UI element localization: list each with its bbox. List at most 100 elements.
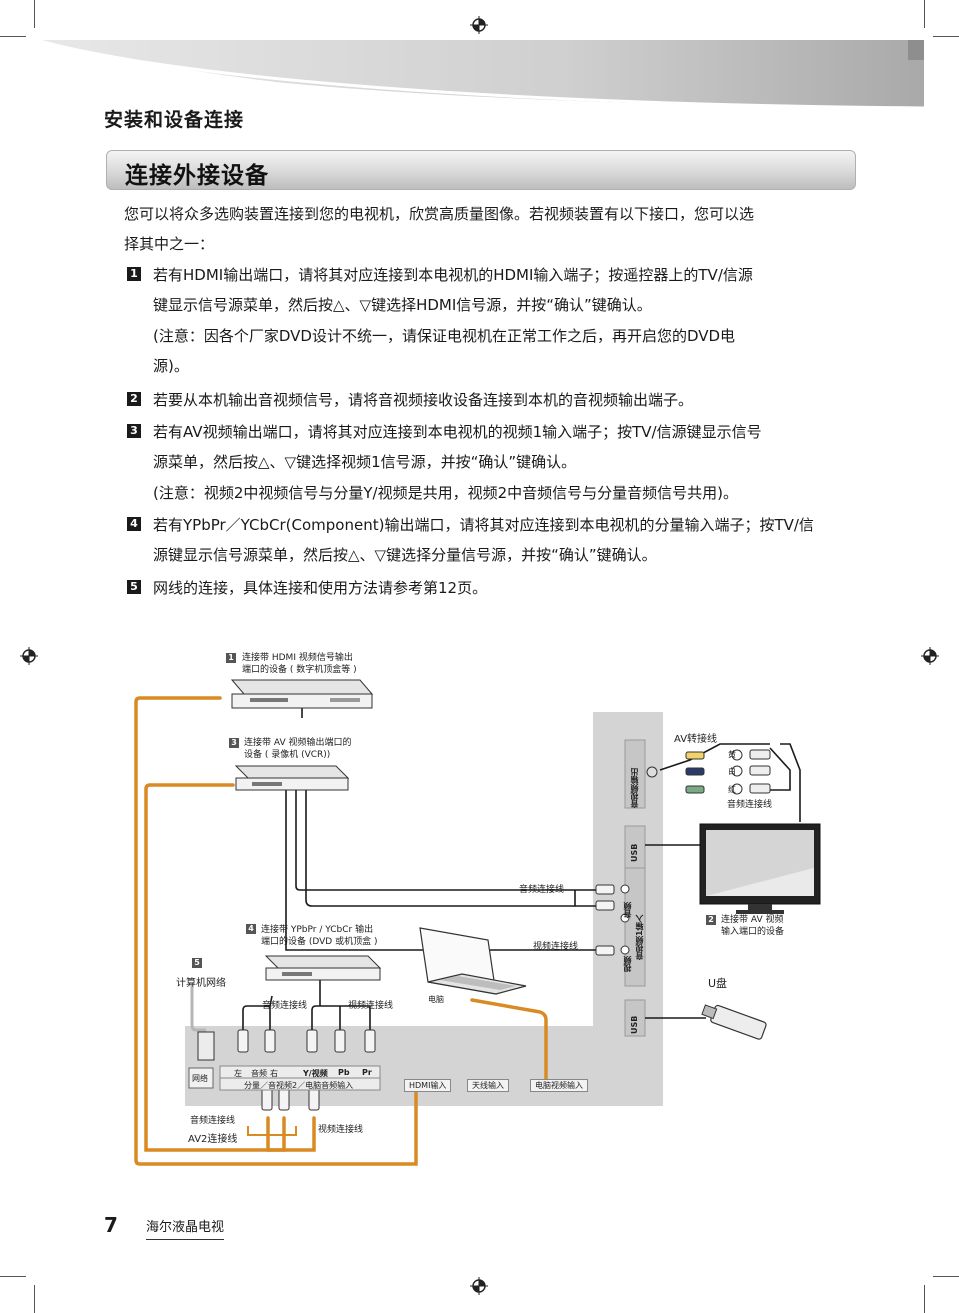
item-number: 5 [127,580,141,594]
network-port-label: 网络 [192,1074,208,1083]
mark-left: 左 [234,1069,242,1078]
component-video-cable [311,1005,371,1030]
page-number: 7 [104,1213,118,1237]
item-number: 4 [127,517,141,531]
item-line: (注意：因各个厂家DVD设计不统一，请保证电视机在正常工作之后，再开启您的DVD… [153,327,736,345]
av-cable-label: AV转接线 [674,734,718,745]
audio-cable-label: 音频连接线 [727,800,773,810]
item-number: 2 [127,392,141,406]
tv-label: 输入端口的设备 [721,927,785,937]
mark-right: 右 [270,1069,278,1078]
intro-line: 择其中之一： [124,235,215,253]
crop-mark [924,1285,925,1313]
av1-input-label: 音视频1输入 [635,914,644,960]
item-number: 1 [127,267,141,281]
audio-cable-label: 音频连接线 [519,885,565,895]
pc-video-input-label: 电脑视频输入 [530,1079,588,1092]
item-number: 3 [127,424,141,438]
hdmi-cable [134,696,418,1166]
dvd-device [264,955,382,981]
usb-port-label: USB [630,1015,639,1034]
network-jack [197,1031,215,1061]
registration-mark-icon [470,16,488,34]
intro-line: 您可以将众多选购装置连接到您的电视机，欣赏高质量图像。若视频装置有以下接口，您可… [124,205,755,223]
item-line: 若要从本机输出音视频信号，请将音视频接收设备连接到本机的音视频输出端子。 [153,391,694,409]
crop-mark [0,1276,26,1277]
panel-audio-label: 音频 [251,1069,267,1078]
antenna-input-label: 天线输入 [467,1079,509,1092]
plug-color-label: 白 [728,767,736,776]
flat-tv [699,823,821,914]
crop-mark [34,0,35,28]
page-title: 连接外接设备 [125,163,269,189]
crop-mark [0,36,26,37]
crop-mark [924,0,925,28]
footer-brand: 海尔液晶电视 [146,1216,225,1240]
video-cable-label: 视频连接线 [348,1001,394,1011]
laptop-label: 电脑 [428,995,444,1004]
item-line: 键显示信号源菜单，然后按△、▽键选择HDMI信号源，并按“确认”键确认。 [153,296,652,314]
av-out-port-block [624,739,646,809]
device3-number: 3 [229,738,239,748]
registration-mark-icon [921,647,939,665]
audio-cable-label: 音频连接线 [262,1001,308,1011]
av1-video-label: 视频 [623,956,632,972]
section-title: 安装和设备连接 [104,109,245,131]
av1-audio-label: 音频 [623,902,632,918]
plug-color-label: 黄 [728,750,736,759]
item-line: 网线的连接，具体连接和使用方法请参考第12页。 [153,579,488,597]
crop-mark [933,1276,959,1277]
av-out-port-label: 音视频输出 [630,768,639,808]
crop-mark [34,1285,35,1313]
usb-port-label: USB [630,843,639,862]
tv-number: 2 [706,915,716,925]
item-line: 源)。 [153,357,189,375]
plug-color-label: 红 [728,785,736,794]
network-cable [190,985,206,1032]
registration-mark-icon [20,647,38,665]
vcr-device [234,765,350,791]
registration-mark-icon [470,1277,488,1295]
av1-in-port-block [624,867,646,987]
item-line: 若有HDMI输出端口，请将其对应连接到本电视机的HDMI输入端子；按遥控器上的T… [153,266,753,284]
header-swoosh [36,38,924,110]
device4-number: 4 [246,924,256,934]
udisk-label: U盘 [708,977,728,990]
av1-audio-cable [295,782,604,891]
device4-label: 连接带 YPbPr / YCbCr 输出 [261,925,374,935]
item-line: 源键显示信号源菜单，然后按△、▽键选择分量信号源，并按“确认”键确认。 [153,546,657,564]
network-label: 计算机网络 [176,978,226,989]
device3-label: 设备 ( 录像机 (VCR)) [244,750,331,760]
laptop-device [419,927,527,995]
banner: 连接外接设备 [106,150,856,190]
device1-label: 连接带 HDMI 视频信号输出 [242,653,353,663]
panel-pb-label: Pb [338,1068,350,1077]
tv-label: 连接带 AV 视频 [721,915,784,925]
hdmi-input-label: HDMI输入 [404,1079,452,1092]
panel-group-label: 分量／音视频2／电脑音频输入 [244,1081,354,1090]
av2-cable-label: AV2连接线 [188,1134,238,1145]
device1-label: 端口的设备 ( 数字机顶盒等 ) [242,665,357,675]
item-line: 若有YPbPr／YCbCr(Component)输出端口，请将其对应连接到本电视… [153,516,814,534]
device4-label: 端口的设备 (DVD 或机顶盒 ) [261,937,378,947]
item-line: 若有AV视频输出端口，请将其对应连接到本电视机的视频1输入端子；按TV/信源键显… [153,423,762,441]
network-number: 5 [192,958,202,968]
crop-mark [933,36,959,37]
usb-stick [701,1004,767,1040]
video-cable-label: 视频连接线 [533,942,579,952]
item-line: (注意：视频2中视频信号与分量Y/视频是共用，视频2中音频信号与分量音频信号共用… [153,484,739,502]
connection-diagram [134,679,821,1166]
panel-y-label: Y/视频 [303,1069,328,1078]
panel-pr-label: Pr [362,1068,372,1077]
device3-label: 连接带 AV 视频输出端口的 [244,738,352,748]
av2-video-cable [266,1116,316,1152]
device1-number: 1 [226,653,236,663]
set-top-box [230,679,374,709]
av2-audio-cable-label: 音频连接线 [190,1116,236,1126]
av2-audio-cable [144,783,270,1152]
av2-video-cable-label: 视频连接线 [318,1125,364,1135]
component-audio-cable [242,1005,271,1030]
item-line: 源菜单，然后按△、▽键选择视频1信号源，并按“确认”键确认。 [153,453,577,471]
av1-video-cable [285,782,604,951]
pc-video-cable [470,998,548,1090]
